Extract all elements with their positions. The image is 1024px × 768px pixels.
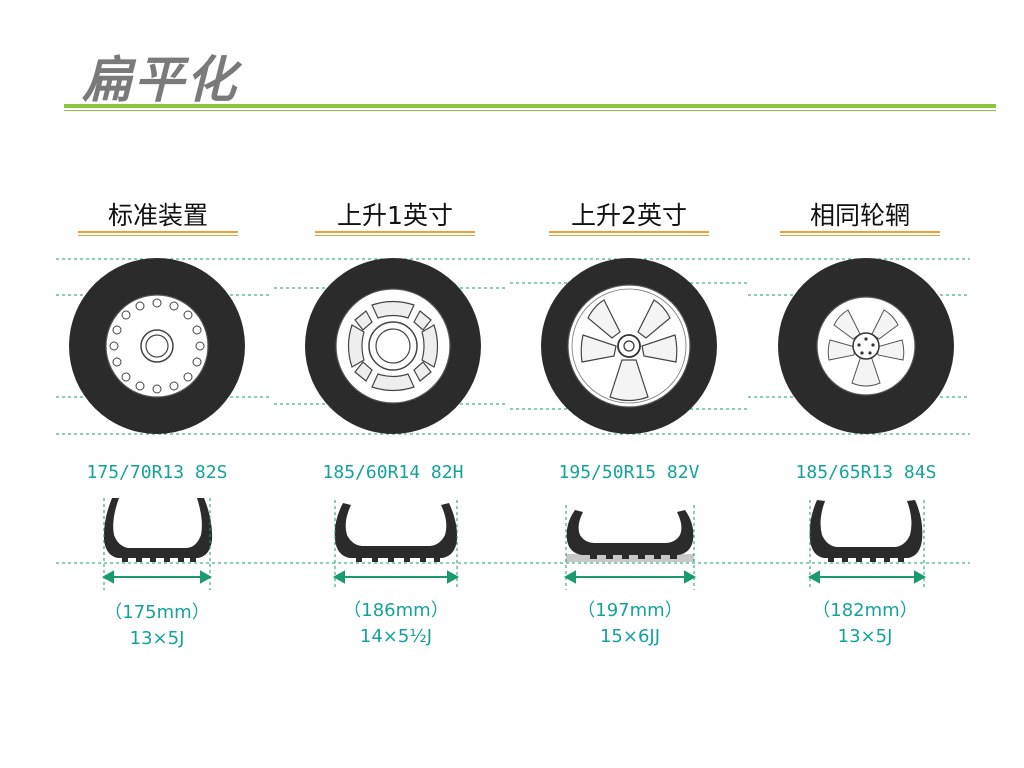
tread-teeth [122, 553, 904, 562]
heading-underline [780, 231, 940, 233]
tire-profiles [103, 498, 923, 562]
column-heading-1-label: 标准装置 [107, 201, 208, 230]
tire-spec-2: 185/60R14 82H [322, 462, 464, 483]
column-heading-2: 上升1英寸 [315, 196, 475, 236]
tire-dims-1: （175mm） 13×5J [57, 600, 257, 652]
width-arrows [101, 570, 927, 584]
heading-underline [315, 231, 475, 233]
tire-wheel-1 [69, 258, 245, 434]
column-heading-3: 上升2英寸 [549, 196, 709, 236]
tire-profile-2 [334, 503, 458, 558]
column-heading-2-label: 上升1英寸 [337, 201, 453, 230]
heading-underline [78, 231, 238, 233]
column-heading-4-label: 相同轮辋 [809, 201, 910, 230]
column-heading-4: 相同轮辋 [780, 196, 940, 236]
tire-profile-4 [809, 500, 923, 558]
tire-spec-3: 195/50R15 82V [558, 462, 700, 483]
column-heading-3-label: 上升2英寸 [571, 201, 687, 230]
rim-size-4: 13×5J [837, 626, 893, 647]
tire-wheel-3 [541, 258, 717, 434]
rim-size-2: 14×5½J [359, 626, 433, 647]
rim-size-3: 15×6JJ [599, 626, 661, 647]
title-underline [64, 104, 996, 108]
tire-profile-3-ground [566, 554, 694, 562]
tire-spec-1: 175/70R13 82S [86, 462, 228, 483]
width-guides [103, 498, 925, 590]
heading-underline [549, 231, 709, 233]
tire-profile-3 [566, 510, 694, 555]
tire-dims-4: （182mm） 13×5J [765, 598, 965, 650]
heading-underline-thin [78, 235, 238, 236]
heading-underline-thin [780, 235, 940, 236]
tire-width-4: （182mm） [812, 600, 918, 621]
tire-profile-1 [103, 498, 213, 558]
tire-width-1: （175mm） [104, 602, 210, 623]
tire-wheel-2 [305, 258, 481, 434]
page-title: 扁平化 [82, 51, 238, 109]
tire-dims-3: （197mm） 15×6JJ [530, 598, 730, 650]
column-heading-1: 标准装置 [78, 196, 238, 236]
tire-spec-4: 185/65R13 84S [795, 462, 937, 483]
tire-wheel-4 [778, 258, 954, 434]
heading-underline-thin [315, 235, 475, 236]
tire-width-3: （197mm） [577, 600, 683, 621]
tire-width-2: （186mm） [343, 600, 449, 621]
tire-dims-2: （186mm） 14×5½J [296, 598, 496, 650]
rim-size-1: 13×5J [129, 628, 185, 649]
title-underline-thin [64, 110, 996, 111]
heading-underline-thin [549, 235, 709, 236]
